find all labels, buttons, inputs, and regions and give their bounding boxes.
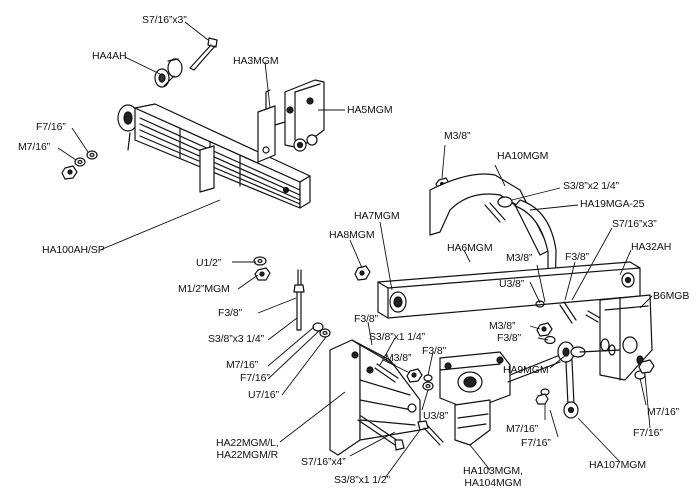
bolt-s7-16x4 xyxy=(357,415,405,451)
nut-washer-left xyxy=(61,150,98,180)
washers-7-16 xyxy=(312,322,331,338)
label-ha19mga25: HA19MGA-25 xyxy=(580,198,645,210)
label-f3-8-e: F3/8” xyxy=(422,345,447,357)
label-m7-16-a: M7/16” xyxy=(18,141,51,153)
label-ha10mgm: HA10MGM xyxy=(497,150,549,162)
shackle-ha5mgm xyxy=(284,79,325,152)
washers-lower-right xyxy=(535,310,655,405)
label-u1-2: U1/2” xyxy=(196,257,222,269)
label-ha9mgm: HA9MGM xyxy=(503,364,549,376)
label-m3-8-c: M3/8” xyxy=(489,320,516,332)
label-m7-16-b: M7/16” xyxy=(226,359,259,371)
label-b6mgb: B6MGB xyxy=(653,290,690,302)
label-m1-2mgm: M1/2”MGM xyxy=(178,283,230,295)
bracket-ha3mgm xyxy=(257,89,286,163)
label-f3-8-d: F3/8” xyxy=(354,313,379,325)
label-f3-8-c: F3/8” xyxy=(497,332,522,344)
label-s7-16x3-top: S7/16”x3” xyxy=(142,14,187,26)
bolt-s3-8x1-1-2 xyxy=(417,420,444,446)
label-s3-8x2-1-4: S3/8”x2 1/4” xyxy=(563,180,619,192)
bracket-ha10mgm xyxy=(429,173,551,256)
label-f3-8-a: F3/8” xyxy=(565,251,590,263)
bolt-top xyxy=(189,37,218,71)
label-m7-16-c: M7/16” xyxy=(647,406,680,418)
label-f7-16-c: F7/16” xyxy=(633,427,663,439)
label-ha7mgm: HA7MGM xyxy=(354,210,400,222)
label-f7-16-b: F7/16” xyxy=(240,372,270,384)
label-u3-8-a: U3/8” xyxy=(499,278,525,290)
label-ha5mgm: HA5MGM xyxy=(347,104,393,116)
label-f7-16-a: F7/16” xyxy=(36,121,66,133)
label-f3-8-b: F3/8” xyxy=(218,307,243,319)
label-m7-16-d: M7/16” xyxy=(506,423,539,435)
label-m3-8-b: M3/8” xyxy=(506,252,533,264)
label-ha3mgm: HA3MGM xyxy=(233,55,279,67)
plate-ha22mgm xyxy=(329,339,421,456)
label-s3-8x3-1-4: S3/8”x3 1/4” xyxy=(208,333,264,345)
label-s7-16x4: S7/16”x4” xyxy=(301,456,346,468)
nut-ha8mgm xyxy=(354,265,371,281)
label-m3-8-d: M3/8” xyxy=(385,352,412,364)
label-ha107mgm: HA107MGM xyxy=(589,459,646,471)
bush-ha4ah xyxy=(154,58,183,88)
label-u7-16: U7/16” xyxy=(248,389,279,401)
bolt-s3-8x3-1-4 xyxy=(293,269,305,331)
label-ha103mgm: HA103MGM, HA104MGM xyxy=(463,465,523,489)
bolt-s3-8x1-1-4 xyxy=(374,363,399,383)
link-ha9mgm xyxy=(557,341,621,419)
label-s3-8x1-1-4: S3/8”x1 1/4” xyxy=(369,331,425,343)
nut-arm-mid xyxy=(535,300,577,345)
label-ha100ah-sp: HA100AH/SP xyxy=(42,244,105,256)
label-s7-16x3-right: S7/16”x3” xyxy=(612,218,657,230)
damper-ha103mgm xyxy=(439,351,561,446)
label-ha22mgm: HA22MGM/L, HA22MGM/R xyxy=(216,437,279,461)
leaf-spring-ha100ah xyxy=(117,103,311,209)
label-ha8mgm: HA8MGM xyxy=(329,229,375,241)
label-m3-8-a: M3/8” xyxy=(444,130,471,142)
label-s3-8x1-1-2: S3/8”x1 1/2” xyxy=(334,474,390,486)
label-ha6mgm: HA6MGM xyxy=(447,242,493,254)
washer-nut-u1-2 xyxy=(253,256,271,281)
label-u3-8-b: U3/8” xyxy=(423,410,449,422)
bracket-ha32ah xyxy=(599,294,653,381)
leader-lines xyxy=(57,21,653,479)
label-ha4ah: HA4AH xyxy=(92,50,127,62)
label-ha32ah: HA32AH xyxy=(631,241,672,253)
label-f7-16-d: F7/16” xyxy=(521,437,551,449)
nuts-near-damper xyxy=(406,368,434,391)
